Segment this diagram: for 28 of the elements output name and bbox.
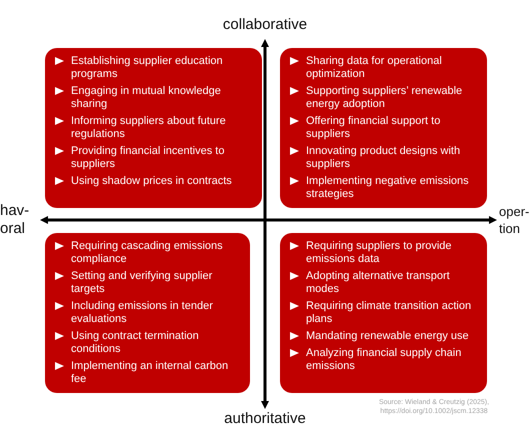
bullet-item: Using contract termination conditions (55, 330, 242, 356)
bullet-item: Supporting suppliers’ renewable energy adoption (290, 85, 479, 111)
bullet-item: Setting and verifying supplier targets (55, 270, 242, 296)
bullet-item: Analyzing financial supply chain emissions (290, 347, 479, 373)
axis-label: oper- tion (499, 203, 530, 237)
bullet-item: Informing suppliers about future regulations (55, 115, 254, 141)
bullet-item: Adopting alternative transport modes (290, 270, 479, 296)
axis-label: authoritative (224, 410, 306, 428)
bullet-item: Requiring cascading emissions compliance (55, 240, 242, 266)
collaborative-quadrant-box (45, 48, 262, 208)
bullet-item: Implementing an internal carbon fee (55, 360, 242, 386)
bullet-item: Innovating product designs with suppliers (290, 145, 479, 171)
bullet-item: Offering financial support to suppliers (290, 115, 479, 141)
bullet-item: Establishing supplier education programs (55, 55, 254, 81)
authoritative-behavioral-quadrant-box (45, 233, 250, 393)
bullet-item: Requiring climate transition action plans (290, 300, 479, 326)
bullet-item: Engaging in mutual knowledge sharing (55, 85, 254, 111)
bullet-item: Mandating renewable energy use (290, 330, 479, 343)
axis-label: hav- oral (0, 202, 30, 238)
operational-collaborative-quadrant-box (280, 48, 487, 208)
bullet-item: Including emissions in tender evaluations (55, 300, 242, 326)
authoritative-operational-quadrant-box (280, 233, 487, 393)
bullet-item: Using shadow prices in contracts (55, 175, 254, 188)
bullet-item: Providing financial incentives to suppliers (55, 145, 254, 171)
bullet-item: Requiring suppliers to provide emissions data (290, 240, 479, 266)
bullet-item: Sharing data for operational optimization (290, 55, 479, 81)
axis-label: collaborative (222, 16, 308, 34)
bullet-item: Implementing negative emissions strategies (290, 175, 479, 201)
